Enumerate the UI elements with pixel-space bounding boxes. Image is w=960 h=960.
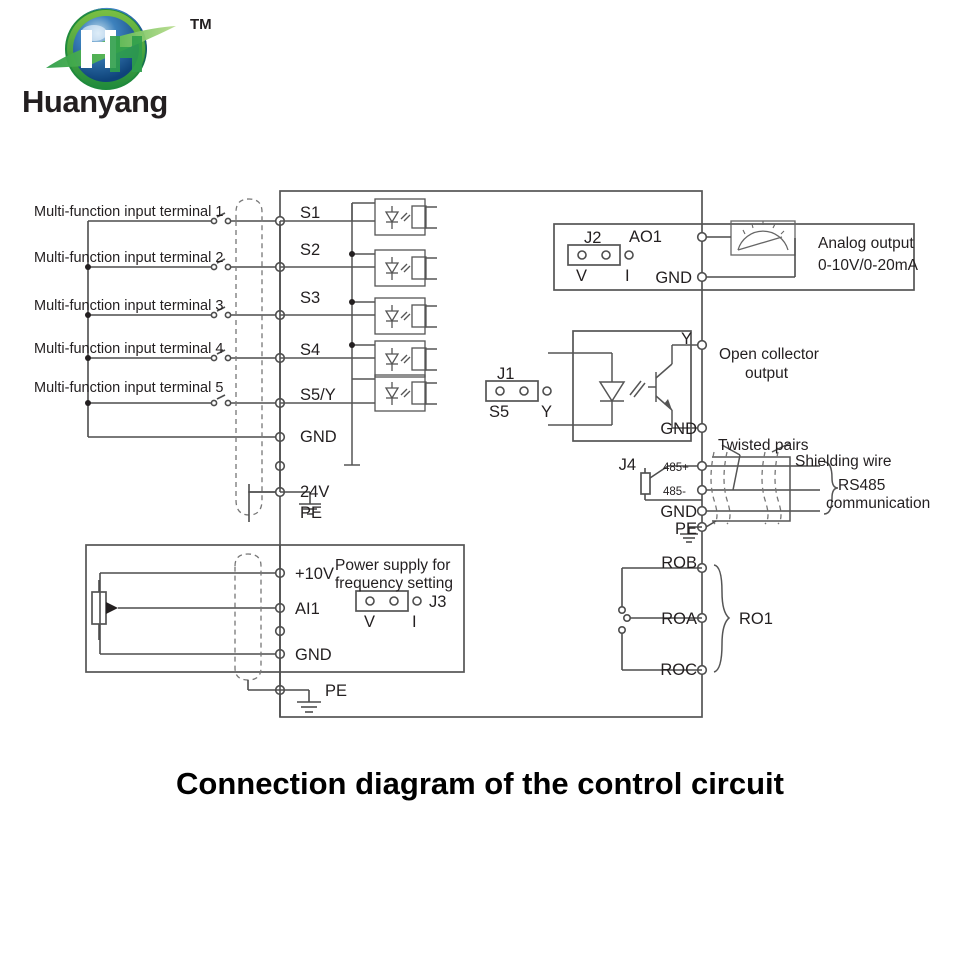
label-input-terminal-1: Multi-function input terminal 1	[34, 204, 223, 220]
terminal-s4: S4	[300, 341, 320, 359]
input-optocoupler-group	[280, 198, 437, 466]
terminal-gnd-oc	[696, 422, 708, 434]
inverter-body-outline	[279, 190, 703, 718]
terminal-roa: ROA	[661, 610, 697, 628]
j4-terminating-resistor	[640, 472, 651, 495]
relay-name-ro1: RO1	[739, 610, 773, 628]
jumper-j3-i: I	[412, 613, 417, 631]
analog-output-box	[553, 223, 915, 291]
terminal-s5y: S5/Y	[300, 386, 336, 404]
terminal-pe-upper: PE	[300, 504, 322, 522]
label-input-terminal-2: Multi-function input terminal 2	[34, 250, 223, 266]
analog-meter-icon	[730, 220, 796, 256]
open-collector-note-line2: output	[745, 365, 789, 382]
power-supply-note-line1: Power supply for	[335, 557, 450, 574]
jumper-j3[interactable]	[355, 590, 422, 612]
terminal-gnd-analog-out: GND	[655, 269, 692, 287]
brand-name: Huanyang	[22, 84, 168, 119]
jumper-j3-v: V	[364, 613, 375, 631]
terminal-485-minus: 485-	[663, 486, 686, 498]
jumper-j2-v: V	[576, 267, 587, 285]
open-collector-opto-box	[572, 330, 692, 442]
terminal-roc: ROC	[660, 661, 697, 679]
terminal-pe-lower: PE	[325, 682, 347, 700]
jumper-j1-y: Y	[541, 403, 552, 421]
jumper-j2-label: J2	[584, 229, 601, 247]
label-input-terminal-3: Multi-function input terminal 3	[34, 298, 223, 314]
terminal-y	[696, 339, 708, 351]
analog-output-note-line2: 0-10V/0-20mA	[818, 257, 919, 274]
terminal-pe-rs485: PE	[675, 520, 697, 538]
terminal-s1: S1	[300, 204, 320, 222]
label-input-terminal-5: Multi-function input terminal 5	[34, 380, 223, 396]
huanyang-logo: TM	[18, 6, 268, 126]
shielded-cable-inputs	[235, 198, 280, 522]
terminal-s3: S3	[300, 289, 320, 307]
rs485-note-line1: RS485	[838, 477, 885, 494]
jumper-j1-label: J1	[497, 365, 514, 383]
analog-output-wiring	[696, 231, 796, 283]
analog-input-box	[85, 544, 465, 673]
input-switch-rows	[85, 212, 280, 438]
terminal-rob: ROB	[661, 554, 697, 572]
huanyang-globe-logo-icon	[46, 7, 176, 90]
terminal-485-plus: 485+	[663, 462, 689, 474]
rs485-wiring	[640, 442, 839, 543]
pe-ground-symbol-upper	[280, 491, 321, 515]
trademark-symbol: TM	[190, 16, 212, 33]
potentiometer-symbol	[91, 591, 107, 625]
pe-ground-symbol-lower	[280, 689, 321, 713]
optocoupler-output-icon	[548, 344, 702, 429]
jumper-j2[interactable]	[567, 244, 634, 266]
terminal-ai1: AI1	[295, 600, 320, 618]
relay-ro1-wiring	[617, 562, 731, 676]
jumper-j2-i: I	[625, 267, 630, 285]
open-collector-note-line1: Open collector	[719, 346, 819, 363]
jumper-j1[interactable]	[485, 380, 552, 402]
analog-output-note-line1: Analog output	[818, 235, 914, 252]
jumper-j3-label: J3	[429, 593, 446, 611]
rs485-note-line2: communication	[826, 495, 930, 512]
terminal-gnd-rs485: GND	[660, 503, 697, 521]
power-supply-note-line2: frequency setting	[335, 575, 453, 592]
terminal-24v: 24V	[300, 483, 329, 501]
terminal-gnd-inputs: GND	[300, 428, 337, 446]
terminal-ao1: AO1	[629, 228, 662, 246]
label-input-terminal-4: Multi-function input terminal 4	[34, 341, 223, 357]
jumper-j4-label: J4	[619, 456, 636, 474]
shielding-wire-label: Shielding wire	[795, 453, 892, 470]
page-title: Connection diagram of the control circui…	[176, 766, 784, 801]
terminal-plus10v: +10V	[295, 565, 334, 583]
terminal-gnd-analog-in: GND	[295, 646, 332, 664]
terminal-gnd-oc-label: GND	[660, 420, 697, 438]
jumper-j1-s5: S5	[489, 403, 509, 421]
terminal-s2: S2	[300, 241, 320, 259]
twisted-pairs-label: Twisted pairs	[718, 437, 809, 454]
terminal-y-label: Y	[681, 330, 692, 348]
analog-input-wiring	[91, 545, 286, 717]
